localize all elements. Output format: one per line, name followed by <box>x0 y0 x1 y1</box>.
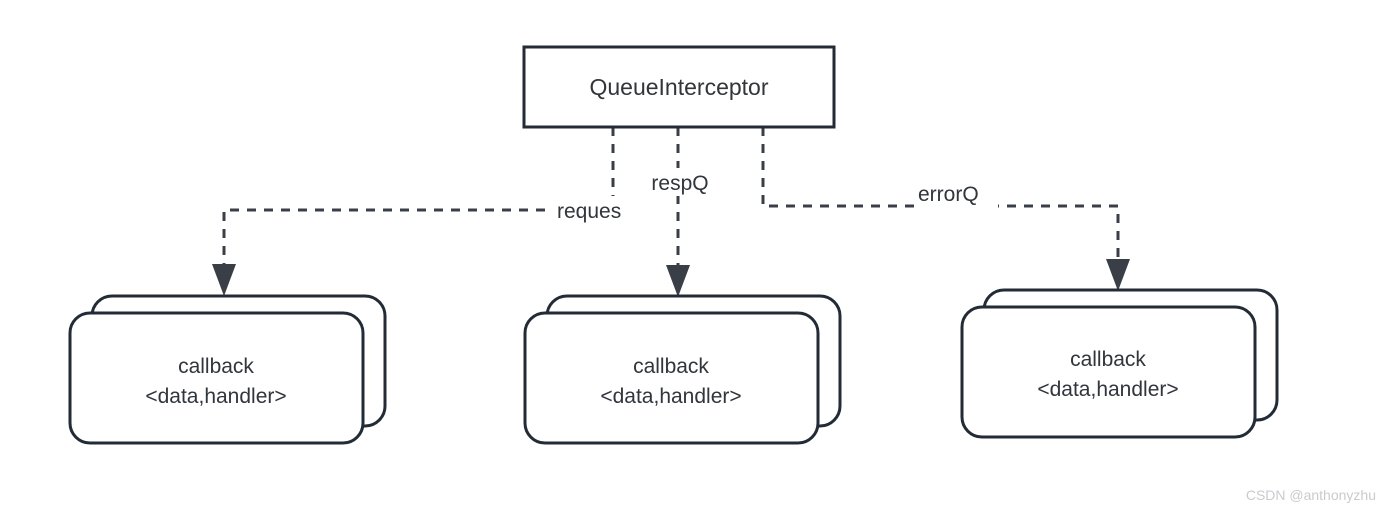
node-callback-middle-line1: callback <box>633 355 709 378</box>
edge-label-respQ-group: respQ <box>640 168 720 196</box>
edge-respQ <box>666 127 690 297</box>
watermark: CSDN @anthonyzhu <box>1246 487 1376 503</box>
edge-label-errorQ: errorQ <box>918 183 979 206</box>
node-callback-left[interactable]: callback <data,handler> <box>68 294 387 445</box>
edge-label-requestQ: reques <box>557 200 621 223</box>
edge-label-requestQ-backdrop <box>552 196 648 224</box>
node-queueinterceptor-label: QueueInterceptor <box>589 74 768 100</box>
edge-requestQ <box>212 127 615 296</box>
edge-requestQ-path <box>222 208 613 268</box>
node-callback-left-line2: <data,handler> <box>145 385 286 408</box>
edge-errorQ-arrowhead <box>1106 259 1130 291</box>
edge-label-errorQ-backdrop <box>916 182 998 208</box>
edge-errorQ <box>761 127 1130 291</box>
edge-requestQ-arrowhead <box>212 264 236 296</box>
node-callback-middle-front-card <box>523 311 820 445</box>
node-callback-right-line1: callback <box>1070 348 1146 371</box>
edge-label-respQ-backdrop <box>640 168 720 196</box>
node-callback-right[interactable]: callback <data,handler> <box>960 288 1279 439</box>
node-queueinterceptor[interactable]: QueueInterceptor <box>522 45 836 129</box>
edge-label-requestQ-group: reques <box>552 196 648 224</box>
node-callback-right-line2: <data,handler> <box>1037 378 1178 401</box>
node-queueinterceptor-box <box>522 45 836 129</box>
node-callback-left-front-card <box>68 311 365 445</box>
edge-respQ-arrowhead <box>666 265 690 297</box>
edge-label-errorQ-group: errorQ <box>916 182 998 208</box>
node-callback-right-front-card <box>960 305 1257 439</box>
edge-label-respQ: respQ <box>651 172 708 195</box>
node-callback-left-line1: callback <box>178 355 254 378</box>
node-callback-middle-line2: <data,handler> <box>600 385 741 408</box>
node-callback-middle[interactable]: callback <data,handler> <box>523 294 842 445</box>
